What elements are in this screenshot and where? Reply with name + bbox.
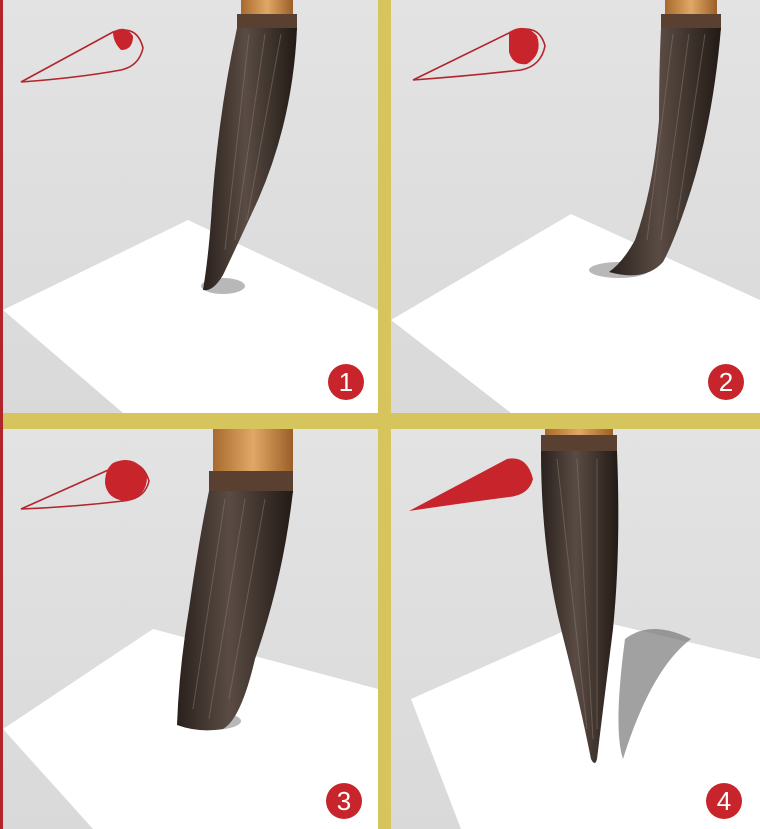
brush-hair [609, 28, 721, 275]
paper-sheet [3, 220, 378, 413]
brush-ferrule [541, 435, 617, 453]
panel-2: 2 [391, 0, 760, 413]
paper-sheet [391, 214, 760, 413]
step-badge-3: 3 [326, 783, 362, 819]
brush-ferrule [661, 14, 721, 30]
panel-1: 1 [3, 0, 378, 413]
brush-stroke-outline-small-tip-icon [17, 22, 147, 92]
brush-stroke-filled-icon [405, 451, 545, 531]
left-red-rule [0, 0, 3, 829]
step-badge-2: 2 [708, 364, 744, 400]
brush-handle [213, 429, 293, 473]
brush-ferrule [209, 471, 293, 493]
panel-3: 3 [3, 429, 378, 829]
step-badge-1: 1 [328, 364, 364, 400]
brush-ferrule [237, 14, 297, 30]
step-badge-4: 4 [706, 783, 742, 819]
brush-stroke-outline-large-tip-icon [17, 447, 157, 527]
panel-4: 4 [391, 429, 760, 829]
brush-stroke-outline-medium-tip-icon [409, 22, 549, 94]
